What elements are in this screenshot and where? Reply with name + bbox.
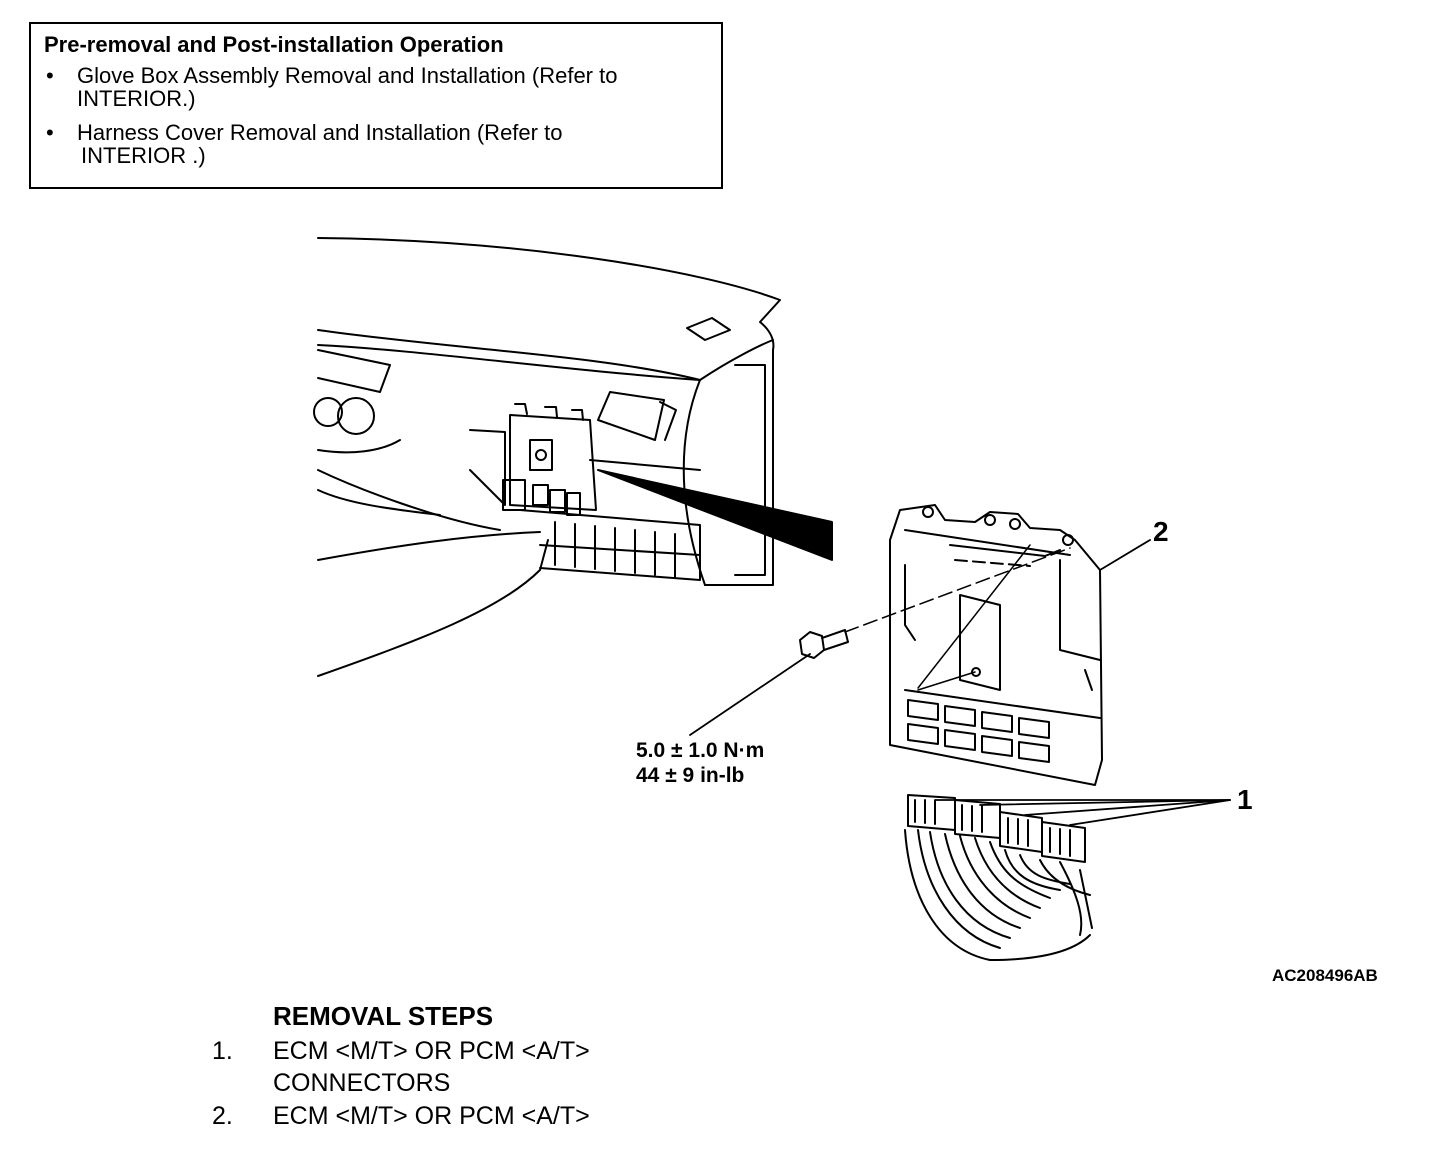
- operation-title: Pre-removal and Post-installation Operat…: [44, 32, 504, 57]
- torque-spec: 5.0 ± 1.0 N·m 44 ± 9 in-lb: [636, 738, 764, 788]
- ecm-unit-illustration: [889, 504, 1103, 786]
- callout-connectors-number: 1: [1237, 784, 1253, 815]
- step-text-cont: CONNECTORS: [273, 1069, 451, 1097]
- callout-ecm-number: 2: [1153, 516, 1169, 547]
- torque-imperial: 44 ± 9 in-lb: [636, 764, 745, 787]
- operation-item-glove-box: • Glove Box Assembly Removal and Install…: [44, 64, 707, 110]
- dashboard-illustration: [313, 237, 781, 677]
- step-number: 1.: [212, 1037, 233, 1065]
- operation-box: Pre-removal and Post-installation Operat…: [29, 22, 723, 189]
- bolt-illustration: [799, 547, 1071, 659]
- step-number: 2.: [212, 1102, 233, 1130]
- figure-code: AC208496AB: [1272, 966, 1378, 985]
- magnification-wedge: [597, 469, 833, 561]
- bullet-icon: •: [46, 63, 54, 88]
- removal-step: 1. ECM <M/T> OR PCM <A/T> CONNECTORS: [212, 1035, 590, 1099]
- operation-item-text-cont: INTERIOR .): [81, 143, 206, 168]
- operation-item-text-cont: INTERIOR.): [77, 86, 196, 111]
- step-text: ECM <M/T> OR PCM <A/T>: [273, 1102, 590, 1130]
- removal-steps-title: REMOVAL STEPS: [273, 1001, 494, 1031]
- operation-item-text: Glove Box Assembly Removal and Installat…: [77, 63, 618, 88]
- torque-metric: 5.0 ± 1.0 N·m: [636, 739, 765, 762]
- leader-lines: [689, 539, 1231, 826]
- connector-harness-illustration: [904, 794, 1093, 961]
- operation-item-text: Harness Cover Removal and Installation (…: [77, 120, 563, 145]
- ecm-in-dash-illustration: [502, 403, 701, 581]
- removal-step: 2. ECM <M/T> OR PCM <A/T>: [212, 1100, 590, 1132]
- step-text: ECM <M/T> OR PCM <A/T>: [273, 1037, 590, 1065]
- operation-item-harness-cover: • Harness Cover Removal and Installation…: [44, 121, 707, 167]
- bullet-icon: •: [46, 120, 54, 145]
